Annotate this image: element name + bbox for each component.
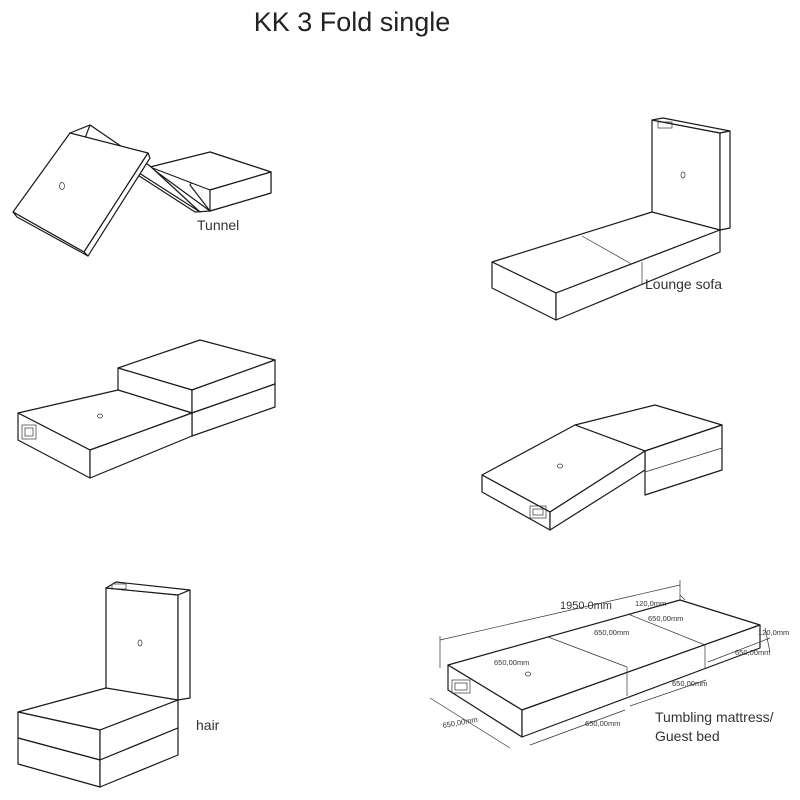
caption-lounge-sofa: Lounge sofa [645,276,722,292]
dim-panel-front-2: 650,00mm [442,715,478,730]
step-illustration [17,339,276,479]
caption-guest-bed-line2: Guest bed [655,728,720,744]
handle-icon [59,182,65,190]
slope-illustration [481,404,723,531]
guest-bed-illustration [429,580,771,749]
page-title: KK 3 Fold single [254,7,451,37]
dim-panel-top-2: 650,00mm [594,628,629,637]
handle-icon [680,171,686,179]
dim-panel-top-3: 650,00mm [494,658,529,667]
tunnel-illustration [12,124,272,257]
handle-icon [557,463,563,469]
dim-thickness-top: 120,0mm [635,599,666,608]
handle-icon [525,671,531,677]
dim-panel-right-2: 650,00mm [672,679,707,688]
dim-total-length: 1950.0mm [560,600,612,612]
chair-illustration [17,581,191,788]
handle-icon [97,413,103,419]
handle-icon [137,639,143,647]
caption-chair: hair [196,717,220,733]
dim-panel-right-1: 650,00mm [735,648,770,657]
dim-thickness-right: 120,0mm [758,628,789,637]
dim-panel-front-1: 650,00mm [585,719,620,728]
caption-tunnel: Tunnel [197,217,239,233]
lounge-sofa-illustration [491,117,731,321]
dim-panel-top-1: 650,00mm [648,614,683,623]
caption-guest-bed-line1: Tumbling mattress/ [655,709,774,725]
